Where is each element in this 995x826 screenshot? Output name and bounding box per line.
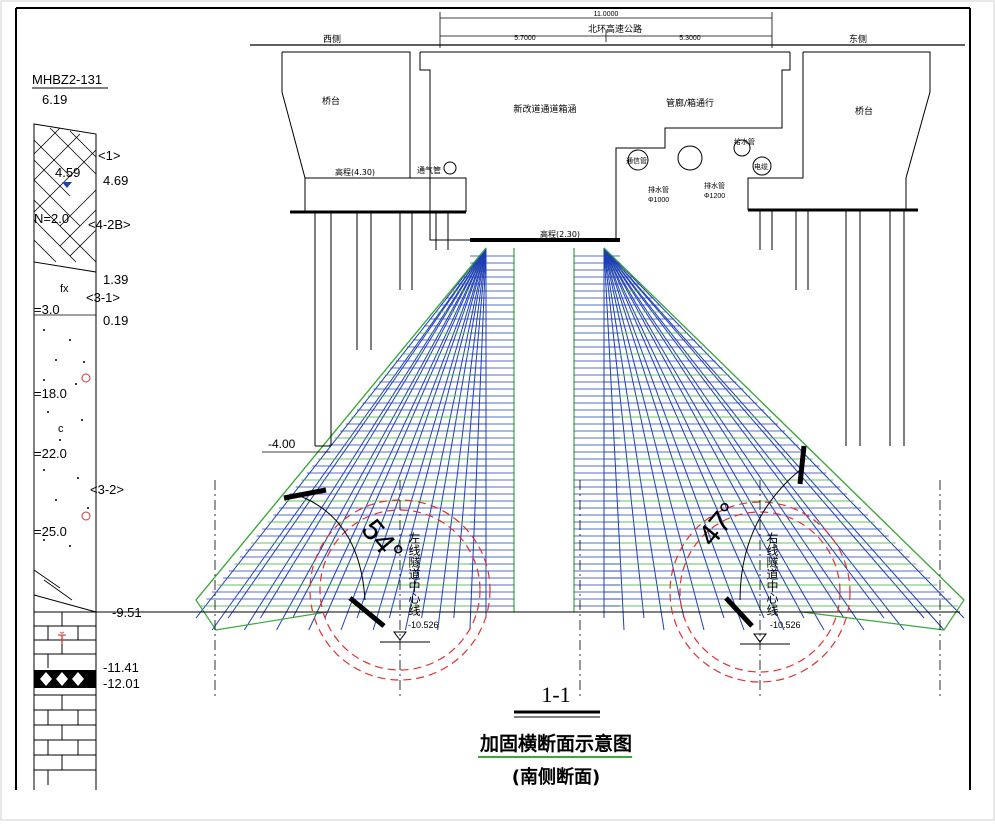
elevation-6: -12.01 xyxy=(103,676,140,691)
fill-hatch xyxy=(33,127,97,263)
title-block: 1-1 加固横断面示意图 (南侧断面) xyxy=(478,682,632,788)
n-value-1: 4.59 xyxy=(55,165,80,180)
pipe-label-5: 排水管 xyxy=(704,181,725,190)
dim-left: 5.7000 xyxy=(514,35,536,42)
pipe-label-2: 通信管 xyxy=(626,156,647,165)
section-number: 1-1 xyxy=(541,682,570,707)
grout-ray xyxy=(603,247,965,619)
grout-ray xyxy=(603,247,805,619)
elevation-1: 4.69 xyxy=(103,173,128,188)
west-side-label: 西侧 xyxy=(323,33,341,45)
box-right-label: 管廊/箱通行 xyxy=(666,97,714,109)
grout-fan-right xyxy=(573,247,965,631)
symbol-fx: fx xyxy=(60,283,69,295)
n-value-3: =3.0 xyxy=(34,302,60,317)
grout-ray xyxy=(195,247,487,619)
box-left-label: 新改道通道箱涵 xyxy=(513,103,576,115)
vent-pipe-label: 通气管 xyxy=(417,165,441,175)
grout-fan-left xyxy=(195,247,515,631)
centerlines xyxy=(214,480,941,700)
n-value-6: =25.0 xyxy=(34,524,67,539)
layer-label-3: <3-1> xyxy=(86,290,120,305)
right-abutment-label: 桥台 xyxy=(855,105,873,117)
grout-ray xyxy=(603,247,645,619)
grout-ray xyxy=(292,247,487,619)
borehole-column: MHBZ2-131 6.19 xyxy=(32,72,142,790)
n-value-2: N=2.0 xyxy=(34,211,69,226)
grout-ray xyxy=(324,247,487,619)
left-centerline-label: 左线隧道中心线 xyxy=(407,531,421,616)
grout-ray xyxy=(356,247,487,619)
road-name: 北环高速公路 xyxy=(588,23,642,35)
layer-label-4: <3-2> xyxy=(90,482,124,497)
elevation-3: 0.19 xyxy=(103,313,128,328)
central-gap xyxy=(516,244,572,612)
top-dimension xyxy=(250,12,965,48)
left-depth: -10.526 xyxy=(408,620,439,630)
elevation-5: -11.41 xyxy=(103,660,139,675)
grout-ray xyxy=(603,247,845,619)
grout-ray xyxy=(388,247,487,619)
grout-ray xyxy=(421,247,487,619)
svg-text:Ť: Ť xyxy=(58,631,67,647)
title-sub: (南侧断面) xyxy=(512,766,600,788)
grout-edge xyxy=(195,247,487,601)
grout-ray xyxy=(453,247,487,619)
grout-ray xyxy=(603,247,885,619)
elevation-2: 1.39 xyxy=(103,272,128,287)
layer-label-1: <1> xyxy=(98,148,120,163)
rock-brick-pattern xyxy=(33,595,96,790)
dim-right: 5.3000 xyxy=(679,35,701,42)
grout-ray xyxy=(603,247,685,619)
layer-label-2: <4-2B> xyxy=(88,217,131,232)
grout-ray xyxy=(260,247,487,619)
pipe-label-3: 电缆 xyxy=(754,162,768,171)
pipe-label-1: 给水管 xyxy=(734,137,755,146)
dim-total: 11.0000 xyxy=(594,11,619,18)
sand-dots xyxy=(43,329,89,547)
pipe-label-4: 排水管 xyxy=(648,185,669,194)
bridge-structure xyxy=(281,51,931,447)
angle-marks xyxy=(283,445,807,628)
grout-ray xyxy=(603,247,925,619)
n-value-4: =18.0 xyxy=(34,386,67,401)
title-main: 加固横断面示意图 xyxy=(479,732,632,755)
left-abutment-label: 桥台 xyxy=(322,95,340,107)
symbol-c: c xyxy=(58,423,64,435)
grout-ray xyxy=(603,247,765,619)
right-centerline-label: 右线隧道中心线 xyxy=(765,531,779,616)
bottom-elevation: -4.00 xyxy=(268,437,296,451)
grout-ray xyxy=(227,247,487,619)
floor-elevation: 高程(2.30) xyxy=(540,229,580,239)
pipe-size-1: Φ1000 xyxy=(648,197,669,204)
pipe-size-2: Φ1200 xyxy=(704,193,725,200)
depth-markers xyxy=(380,631,790,645)
grout-edge xyxy=(603,247,965,601)
right-depth: -10.526 xyxy=(770,620,801,630)
left-elevation: 高程(4.30) xyxy=(335,167,375,177)
n-value-5: =22.0 xyxy=(34,446,67,461)
borehole-top-elevation: 6.19 xyxy=(42,92,67,107)
borehole-id: MHBZ2-131 xyxy=(32,72,102,87)
east-side-label: 东侧 xyxy=(849,33,867,45)
grout-ray xyxy=(603,247,725,619)
